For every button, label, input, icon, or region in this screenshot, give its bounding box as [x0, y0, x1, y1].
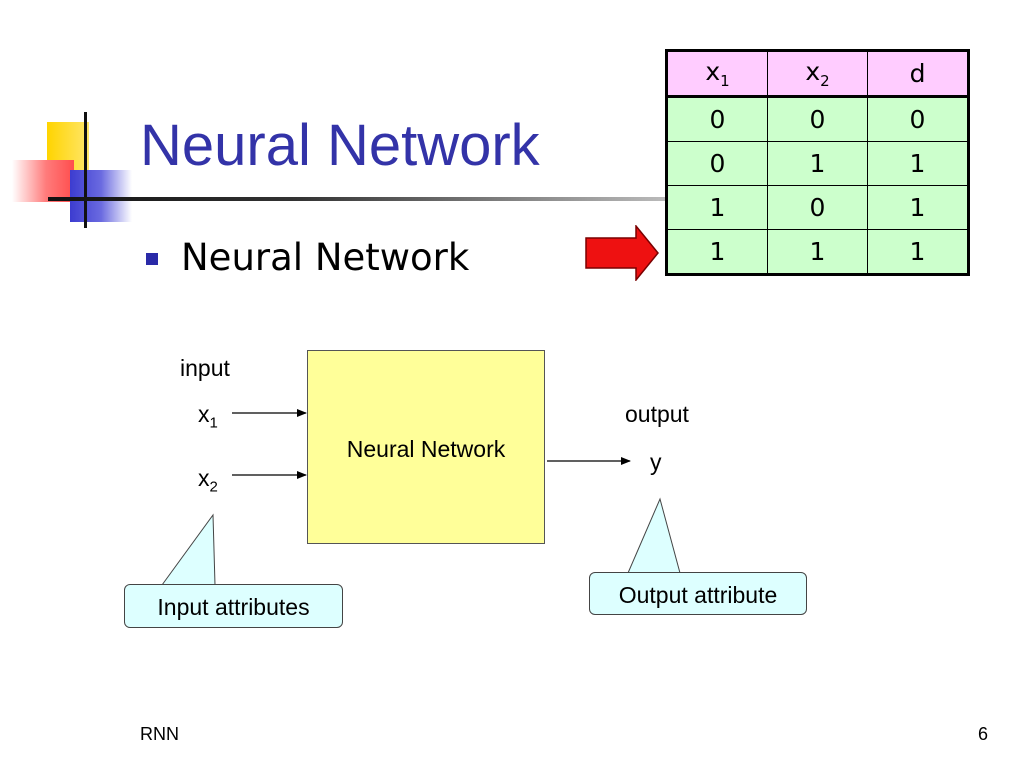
- table-cell: 0: [867, 96, 969, 142]
- input-attributes-callout: [124, 584, 343, 628]
- input-callout-tail: [161, 513, 216, 586]
- decoration-vertical-line: [84, 112, 87, 228]
- table-cell: 0: [767, 185, 868, 230]
- output-y-label: y: [650, 449, 662, 475]
- output-callout-tail: [627, 497, 681, 574]
- neural-network-box: [307, 350, 545, 544]
- footer-label: RNN: [140, 724, 179, 744]
- decoration-red-block: [12, 160, 74, 202]
- input-x2-base: x: [198, 465, 210, 491]
- table-cell: 1: [666, 229, 768, 275]
- table-cell: 1: [767, 141, 868, 186]
- decoration-blue-block: [70, 170, 132, 222]
- header-x1-sub: 1: [720, 72, 730, 90]
- input-x1-sub: 1: [209, 414, 218, 432]
- input-attributes-callout-label: Input attributes: [157, 594, 310, 620]
- table-cell: 1: [767, 229, 868, 275]
- header-x1-base: x: [705, 57, 721, 86]
- table-row: 0 0 0: [666, 96, 969, 142]
- page-number: 6: [978, 724, 989, 744]
- input-x1-label: x1: [198, 401, 218, 432]
- table-row: 1 0 1: [666, 185, 969, 230]
- table-cell: 1: [867, 229, 969, 275]
- input-x2-label: x2: [198, 465, 218, 496]
- table-cell: 1: [867, 141, 969, 186]
- bullet-square-icon: [146, 253, 158, 265]
- red-arrow-icon: [585, 225, 659, 281]
- header-x2-sub: 2: [820, 72, 830, 90]
- neural-network-box-label: Neural Network: [346, 436, 506, 462]
- output-label: output: [625, 401, 689, 427]
- title-underline: [48, 197, 668, 201]
- header-d-base: d: [909, 59, 926, 88]
- truth-table-header-row: x1 x2 d: [666, 50, 969, 98]
- header-d: d: [867, 50, 969, 98]
- table-cell: 1: [666, 185, 768, 230]
- table-cell: 0: [666, 141, 768, 186]
- table-cell: 1: [867, 185, 969, 230]
- table-cell: 0: [767, 96, 868, 142]
- output-attribute-callout: [589, 572, 807, 615]
- slide-title: Neural Network: [140, 113, 540, 178]
- header-x2: x2: [767, 50, 868, 98]
- table-row: 1 1 1: [666, 229, 969, 275]
- header-x2-base: x: [805, 57, 821, 86]
- table-row: 0 1 1: [666, 141, 969, 186]
- bullet-text: Neural Network: [181, 236, 470, 279]
- input-x1-base: x: [198, 401, 210, 427]
- table-cell: 0: [666, 96, 768, 142]
- output-attribute-callout-label: Output attribute: [618, 582, 778, 608]
- header-x1: x1: [666, 50, 768, 98]
- input-x2-sub: 2: [209, 478, 218, 496]
- input-label: input: [180, 355, 230, 381]
- truth-table: x1 x2 d 0 0 0 0 1 1 1 0 1 1 1 1: [665, 49, 970, 276]
